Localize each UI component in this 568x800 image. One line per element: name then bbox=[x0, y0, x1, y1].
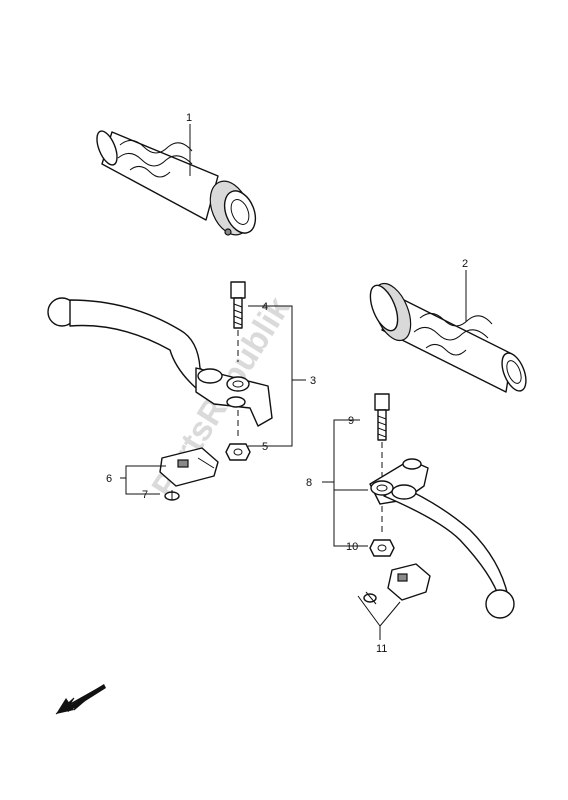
brake-switch bbox=[363, 563, 431, 605]
callout-5: 5 bbox=[262, 441, 268, 453]
right-grip bbox=[369, 282, 527, 393]
callout-3: 3 bbox=[310, 375, 316, 387]
bolt-right bbox=[374, 393, 390, 441]
nut-right bbox=[369, 539, 395, 557]
callout-6: 6 bbox=[106, 473, 112, 485]
callout-9: 9 bbox=[348, 415, 354, 427]
leader-lines bbox=[120, 124, 467, 640]
callout-4: 4 bbox=[262, 301, 268, 313]
right-lever-assembly bbox=[369, 458, 515, 619]
nut-left bbox=[225, 443, 251, 461]
callout-8: 8 bbox=[306, 477, 312, 489]
callout-7: 7 bbox=[142, 489, 148, 501]
direction-arrow-icon bbox=[55, 684, 106, 715]
callout-2: 2 bbox=[462, 258, 468, 270]
callout-11: 11 bbox=[376, 643, 387, 655]
left-grip bbox=[96, 130, 257, 236]
callout-10: 10 bbox=[346, 541, 358, 553]
left-lever-assembly bbox=[47, 297, 273, 427]
screw-left bbox=[164, 490, 180, 501]
bolt-left bbox=[230, 281, 246, 329]
callout-1: 1 bbox=[186, 112, 192, 124]
clutch-switch bbox=[159, 447, 219, 487]
